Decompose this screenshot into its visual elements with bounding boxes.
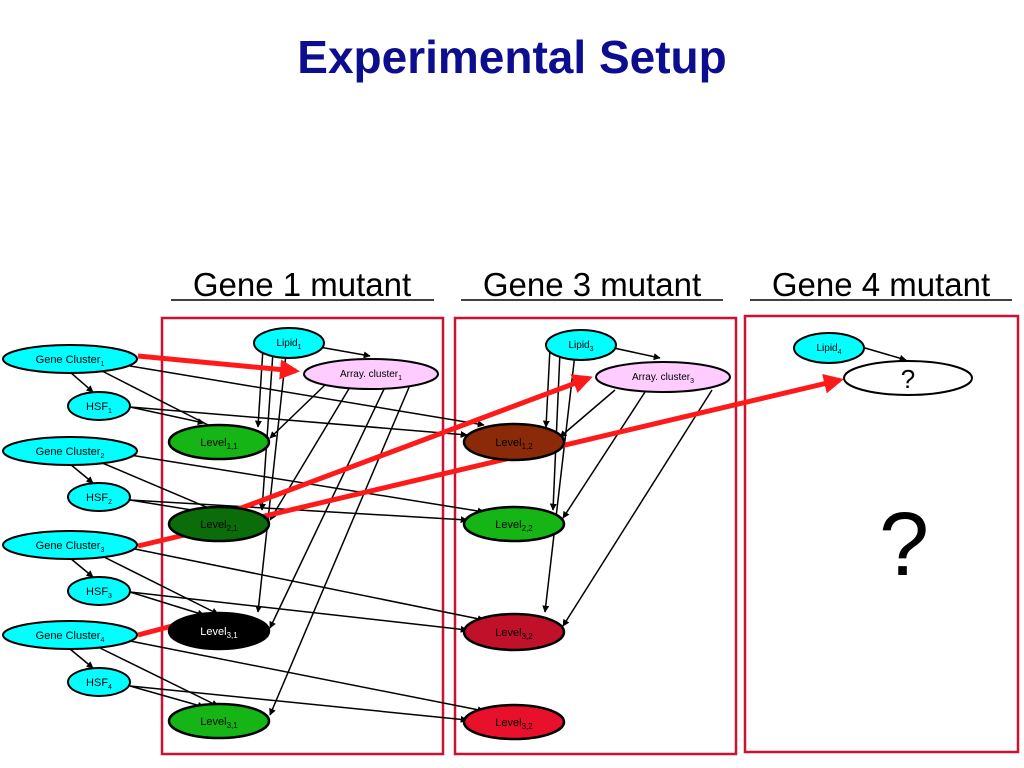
svg-text:Lipid3: Lipid3 [568, 340, 593, 353]
edge [269, 384, 411, 716]
edge [549, 351, 561, 511]
edge [129, 547, 485, 623]
gene1-level-1: Level1,1 [167, 423, 271, 461]
gene4-box [743, 314, 1020, 754]
gene3-array-cluster: Array. cluster3 [595, 361, 731, 393]
svg-text:HSF2: HSF2 [86, 492, 112, 506]
hsf-1: HSF1 [67, 391, 131, 421]
column-header-gene3: Gene 3 mutant [483, 266, 701, 303]
edge [99, 554, 219, 615]
edge [69, 557, 94, 578]
edge [129, 640, 485, 714]
edge [269, 386, 386, 629]
edge [129, 406, 205, 426]
gene-cluster-2: Gene Cluster2 [2, 436, 138, 466]
svg-text:Level2,2: Level2,2 [495, 519, 533, 533]
edge [269, 386, 351, 521]
edge [562, 391, 646, 519]
gene-cluster-1: Gene Cluster1 [2, 344, 138, 374]
edge [255, 353, 287, 613]
gene1-level-4: Level3,1 [167, 702, 271, 740]
highlight-edges [137, 353, 844, 638]
svg-text:Level3,1: Level3,1 [200, 716, 238, 730]
edge [542, 353, 576, 613]
edge [69, 648, 94, 669]
red-arrow-cluster1-to-array1 [137, 353, 300, 380]
svg-text:HSF3: HSF3 [86, 586, 112, 600]
svg-text:Level3,2: Level3,2 [495, 627, 533, 641]
edge [562, 389, 713, 627]
svg-text:?: ? [901, 364, 915, 394]
hsf-4: HSF4 [67, 667, 131, 697]
edge [69, 371, 94, 393]
gene-cluster-4: Gene Cluster4 [2, 620, 138, 650]
edge [69, 463, 94, 484]
gene3-level-2: Level2,2 [462, 505, 566, 543]
hsf-3: HSF3 [67, 576, 131, 606]
gene3-lipid: Lipid3 [545, 329, 617, 361]
edge [129, 685, 205, 709]
svg-text:Lipid1: Lipid1 [276, 338, 301, 351]
svg-text:Gene Cluster4: Gene Cluster4 [36, 630, 105, 644]
slide-title: Experimental Setup [297, 31, 727, 83]
gene1-level-3: Level3,1 [167, 611, 271, 651]
gene3-level-3: Level3,2 [462, 612, 566, 652]
column-header-gene4: Gene 4 mutant [772, 266, 990, 303]
svg-text:Array. cluster3: Array. cluster3 [632, 372, 694, 385]
hsf-2: HSF2 [67, 482, 131, 512]
edge [99, 647, 219, 707]
edge [559, 389, 616, 438]
gene3-level-1: Level1,2 [462, 422, 566, 462]
edge [129, 591, 468, 633]
edge [258, 351, 274, 511]
svg-text:Gene Cluster2: Gene Cluster2 [36, 446, 105, 460]
svg-text:HSF1: HSF1 [86, 401, 112, 415]
gene1-array-cluster: Array. cluster1 [303, 358, 439, 390]
svg-text:Level2,1: Level2,1 [200, 519, 238, 533]
edge [129, 406, 468, 438]
edge [269, 384, 326, 439]
edge [864, 347, 907, 362]
gene4-lipid: Lipid4 [793, 332, 865, 364]
svg-text:Lipid4: Lipid4 [816, 343, 841, 356]
svg-text:Gene Cluster3: Gene Cluster3 [36, 540, 105, 554]
svg-text:Array. cluster1: Array. cluster1 [340, 369, 402, 382]
edge [129, 685, 468, 723]
edge [254, 347, 264, 428]
edge [129, 365, 485, 428]
svg-text:HSF4: HSF4 [86, 677, 112, 691]
svg-text:Level3,2: Level3,2 [495, 717, 533, 731]
gene1-level-2: Level2,1 [167, 505, 271, 543]
gene4-unknown-result: ? [879, 495, 929, 595]
gene3-box [453, 316, 738, 756]
gene3-level-4: Level3,2 [462, 703, 566, 741]
gene1-box [160, 316, 445, 756]
edge [129, 591, 205, 617]
edge [542, 347, 551, 428]
svg-text:Level1,1: Level1,1 [200, 437, 238, 451]
red-arrow-level21-to-array3 [235, 374, 593, 513]
svg-text:Gene Cluster1: Gene Cluster1 [36, 354, 105, 368]
svg-text:Level1,2: Level1,2 [495, 437, 533, 451]
svg-text:Level3,1: Level3,1 [200, 626, 238, 640]
gene-cluster-3: Gene Cluster3 [2, 530, 138, 560]
gene4-unknown-node: ? [843, 360, 973, 396]
gene1-lipid: Lipid1 [253, 327, 325, 359]
column-header-gene1: Gene 1 mutant [193, 266, 411, 303]
